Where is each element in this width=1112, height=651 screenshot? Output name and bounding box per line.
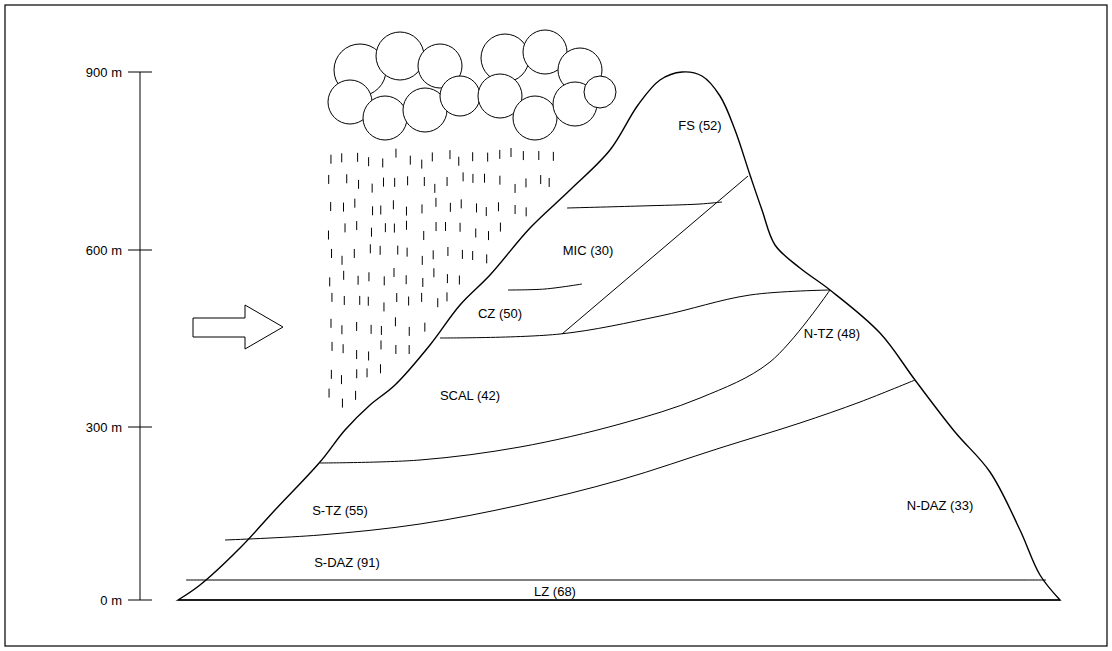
zone-label: FS (52)	[678, 118, 721, 133]
zone-label: S-TZ (55)	[312, 503, 368, 518]
zone-label: MIC (30)	[563, 243, 614, 258]
zone-label: S-DAZ (91)	[314, 555, 380, 570]
mountain-outline	[178, 72, 1060, 600]
frame	[5, 5, 1107, 646]
rain-streaks	[328, 148, 553, 408]
zone-label: N-TZ (48)	[804, 326, 860, 341]
wind-arrow	[193, 305, 283, 349]
rain-clouds	[328, 30, 616, 140]
zone-label: N-DAZ (33)	[907, 498, 973, 513]
zone-boundaries	[178, 176, 1060, 600]
zone-label: LZ (68)	[534, 584, 576, 599]
axis-label: 600 m	[86, 243, 122, 258]
axis-label: 300 m	[86, 420, 122, 435]
altitude-axis	[128, 72, 152, 600]
zone-label: CZ (50)	[478, 306, 522, 321]
zone-label: SCAL (42)	[440, 388, 500, 403]
axis-label: 0 m	[100, 593, 122, 608]
axis-label: 900 m	[86, 65, 122, 80]
